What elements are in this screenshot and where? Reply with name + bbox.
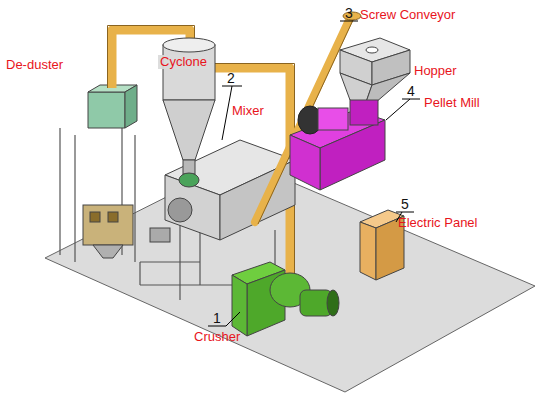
part-name: Mixer (232, 104, 264, 118)
part-name: Electric Panel (398, 216, 477, 230)
part-name: Cyclone (158, 55, 209, 69)
callout-number: 4 (407, 84, 415, 99)
part-name: Screw Conveyor (360, 8, 455, 22)
part-name: De-duster (6, 58, 63, 72)
callout-number: 3 (345, 6, 353, 21)
callout-number: 2 (227, 71, 235, 86)
callout-number: 5 (401, 197, 409, 212)
callout-number: 1 (213, 311, 221, 326)
part-name: Crusher (194, 330, 240, 344)
part-name: Hopper (414, 64, 457, 78)
part-name: Pellet Mill (424, 96, 480, 110)
